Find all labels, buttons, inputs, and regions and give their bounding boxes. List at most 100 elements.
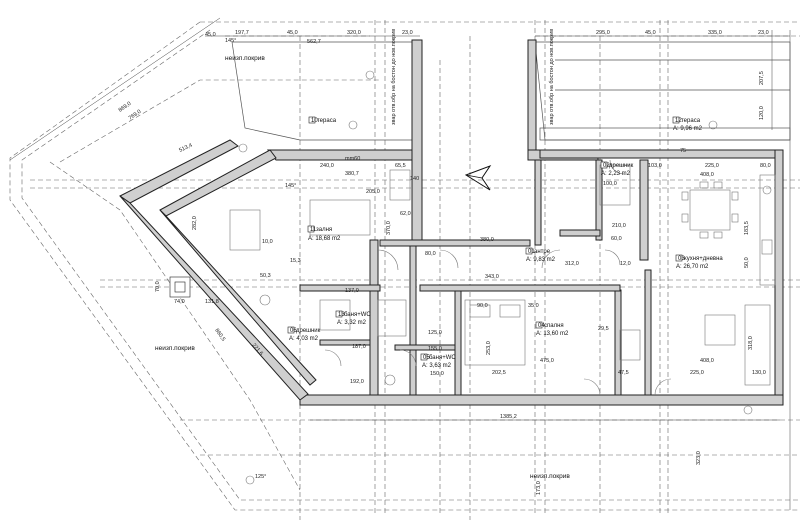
svg-text:150,0: 150,0 [430, 371, 444, 377]
svg-text:210,0: 210,0 [612, 223, 626, 229]
svg-text:769,0: 769,0 [128, 109, 143, 122]
svg-text:202,5: 202,5 [492, 370, 506, 376]
svg-text:155,0: 155,0 [428, 346, 442, 352]
svg-text:05: 05 [423, 355, 430, 361]
note-left: звар отв.обр на бостон до нов.покрив [391, 29, 397, 125]
room-closet-top: 02 дрешник A: 2,23 m2 [600, 161, 634, 177]
svg-text:тераса: тераса [681, 118, 701, 124]
room-terrace-left: 10 тераса [308, 116, 337, 124]
svg-text:15,3: 15,3 [290, 258, 301, 264]
svg-text:130,0: 130,0 [752, 370, 766, 376]
svg-text:47,5: 47,5 [618, 370, 629, 376]
svg-text:131,8: 131,8 [205, 299, 219, 305]
svg-text:120,0: 120,0 [759, 106, 765, 120]
svg-text:баня+WC: баня+WC [344, 312, 371, 318]
svg-text:145°: 145° [285, 183, 296, 189]
room-labels: 10 тераса 12 тераса A: 9,96 m2 11 зaлня … [287, 116, 723, 369]
svg-text:183,5: 183,5 [744, 221, 750, 235]
svg-text:80,0: 80,0 [760, 163, 771, 169]
svg-text:205,0: 205,0 [366, 189, 380, 195]
svg-text:50,3: 50,3 [260, 273, 271, 279]
svg-text:50,0: 50,0 [744, 257, 750, 268]
svg-text:A: 3,32 m2: A: 3,32 m2 [337, 320, 367, 326]
svg-text:225,0: 225,0 [690, 370, 704, 376]
svg-text:mm60: mm60 [345, 156, 360, 162]
svg-text:тераса: тераса [317, 118, 337, 124]
svg-text:1385,2: 1385,2 [500, 414, 517, 420]
svg-text:74,0: 74,0 [174, 299, 185, 305]
svg-text:A: 9,96 m2: A: 9,96 m2 [673, 126, 703, 132]
svg-text:140: 140 [410, 176, 419, 182]
svg-text:370,0: 370,0 [386, 221, 392, 235]
svg-text:01: 01 [528, 249, 535, 255]
svg-text:65,5: 65,5 [395, 163, 406, 169]
svg-text:12: 12 [675, 118, 682, 124]
svg-text:зaлня: зaлня [316, 227, 332, 233]
svg-text:45,0: 45,0 [205, 32, 216, 38]
svg-text:335,0: 335,0 [708, 30, 722, 36]
svg-text:860,5: 860,5 [213, 328, 226, 343]
roof-outline [9, 20, 800, 520]
svg-text:62,0: 62,0 [400, 211, 411, 217]
roof-label-bottom: неизп.покрив [530, 473, 570, 480]
svg-text:45,0: 45,0 [645, 30, 656, 36]
svg-text:145°: 145° [225, 38, 236, 44]
svg-text:100,0: 100,0 [603, 181, 617, 187]
room-kitchen: 03 кухня+дневна A: 26,70 m2 [675, 254, 723, 270]
svg-text:29,5: 29,5 [598, 326, 609, 332]
svg-text:дрешник: дрешник [296, 328, 321, 334]
svg-text:562,7: 562,7 [307, 39, 321, 45]
svg-text:475,0: 475,0 [540, 358, 554, 364]
svg-text:02: 02 [603, 163, 610, 169]
svg-text:дрешник: дрешник [609, 163, 634, 169]
svg-text:11: 11 [310, 227, 317, 233]
room-bath-mid: 05 баня+WC A: 3,63 m2 [420, 353, 456, 369]
svg-text:A: 13,60 m2: A: 13,60 m2 [536, 331, 569, 337]
svg-text:125°: 125° [255, 474, 266, 480]
svg-text:869,0: 869,0 [118, 101, 133, 114]
room-bath-left: 13 баня+WC A: 3,32 m2 [335, 310, 371, 326]
svg-text:408,0: 408,0 [700, 172, 714, 178]
svg-text:A: 9,83 m2: A: 9,83 m2 [526, 257, 556, 263]
svg-text:320,0: 320,0 [347, 30, 361, 36]
svg-text:спалня: спалня [544, 323, 564, 329]
svg-text:12,0: 12,0 [620, 261, 631, 267]
vertical-notes: звар отв.обр на бостон до нов.покрив зва… [391, 29, 555, 125]
svg-text:A: 4,03 m2: A: 4,03 m2 [289, 336, 319, 342]
terraces [231, 41, 791, 141]
room-terrace-right: 12 тераса A: 9,96 m2 [672, 116, 703, 132]
svg-text:A: 18,68 m2: A: 18,68 m2 [308, 236, 341, 242]
svg-text:192,0: 192,0 [350, 379, 364, 385]
svg-text:380,7: 380,7 [345, 171, 359, 177]
svg-text:295,0: 295,0 [596, 30, 610, 36]
dimension-texts: 197,7 45,0 562,7 320,0 23,0 295,0 45,0 3… [118, 30, 771, 495]
svg-text:253,0: 253,0 [486, 341, 492, 355]
room-bedroom: 04 спалня A: 13,60 m2 [535, 321, 569, 337]
svg-text:70,0: 70,0 [155, 281, 161, 292]
svg-text:343,0: 343,0 [485, 274, 499, 280]
svg-text:197,7: 197,7 [235, 30, 249, 36]
svg-text:282,0: 282,0 [192, 216, 198, 230]
svg-text:23,0: 23,0 [758, 30, 769, 36]
svg-text:10: 10 [311, 118, 318, 124]
svg-text:13: 13 [338, 312, 345, 318]
svg-text:23,0: 23,0 [402, 30, 413, 36]
svg-text:173,0: 173,0 [536, 481, 542, 495]
svg-text:A: 3,63 m2: A: 3,63 m2 [422, 363, 452, 369]
svg-text:60,0: 60,0 [611, 236, 622, 242]
svg-text:408,0: 408,0 [700, 358, 714, 364]
roof-labels: неизп.покрив неизп.покрив неизп.покрив [155, 55, 570, 480]
roof-label-left: неизп.покрив [155, 345, 195, 352]
svg-text:06: 06 [290, 328, 297, 334]
svg-text:312,0: 312,0 [565, 261, 579, 267]
svg-text:A: 26,70 m2: A: 26,70 m2 [676, 264, 709, 270]
svg-text:03: 03 [678, 256, 685, 262]
svg-text:125,0: 125,0 [428, 330, 442, 336]
svg-text:323,0: 323,0 [696, 451, 702, 465]
svg-text:225,0: 225,0 [705, 163, 719, 169]
svg-text:баня+WC: баня+WC [429, 355, 456, 361]
svg-text:04: 04 [538, 323, 545, 329]
svg-text:45,0: 45,0 [287, 30, 298, 36]
svg-text:207,5: 207,5 [759, 71, 765, 85]
